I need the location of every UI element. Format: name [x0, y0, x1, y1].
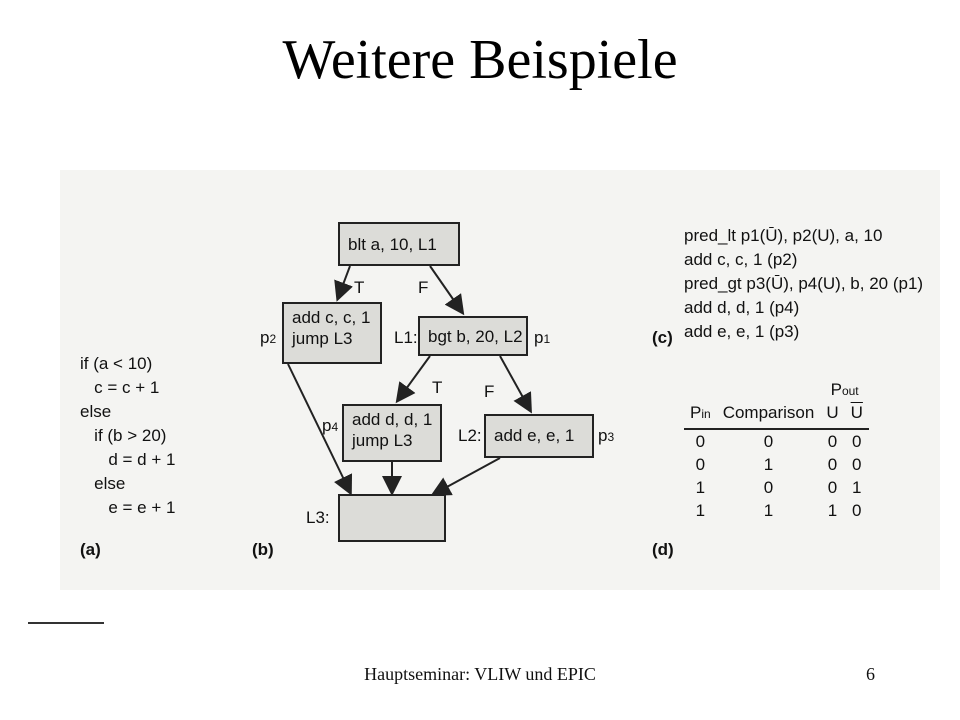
- node-add-c-line1: add c, c, 1: [292, 308, 371, 327]
- code-line: pred_lt p1(Ū), p2(U), a, 10: [684, 226, 883, 245]
- table-row: 0 0 0 0: [684, 429, 869, 453]
- node-add-c-line2: jump L3: [292, 329, 353, 348]
- cell: 0: [695, 454, 706, 474]
- code-line: e = e + 1: [80, 498, 176, 517]
- edge-mid-to-d: [395, 355, 431, 404]
- cell: 0: [852, 500, 862, 520]
- edge-label-f1: F: [418, 278, 429, 297]
- predicate-p1: p1: [534, 328, 550, 348]
- panel-d-label: (d): [652, 540, 674, 559]
- panel-b-label: (b): [252, 540, 274, 559]
- comparison-header: Comparison: [716, 401, 821, 430]
- code-line: c = c + 1: [80, 378, 160, 397]
- code-line: if (b > 20): [80, 426, 167, 445]
- node-l3-empty: [338, 494, 446, 542]
- divider-rule: [28, 622, 104, 624]
- cell: 0: [827, 477, 838, 497]
- node-add-e: add e, e, 1: [484, 414, 594, 458]
- cell: 1: [763, 454, 774, 474]
- pout-sub: out: [841, 383, 859, 398]
- slide-title: Weitere Beispiele: [282, 29, 678, 91]
- predicate-p2-letter: p: [260, 328, 270, 347]
- cell: 1: [763, 500, 774, 520]
- predicate-p2-sub: 2: [269, 332, 277, 346]
- cell: 0: [695, 431, 706, 451]
- panel-a-source-code: if (a < 10) c = c + 1 else if (b > 20) d…: [80, 352, 175, 520]
- predicate-p4: p4: [322, 416, 338, 436]
- node-add-d-line2: jump L3: [352, 431, 413, 450]
- cell: 1: [827, 500, 838, 520]
- table-row: 1 0 0 1: [684, 476, 869, 499]
- node-bgt-text: bgt b, 20, L2: [428, 327, 523, 346]
- code-line: add d, d, 1 (p4): [684, 298, 800, 317]
- edge-top-to-left: [334, 265, 353, 302]
- code-line: pred_gt p3(Ū), p4(U), b, 20 (p1): [684, 274, 924, 293]
- pin-letter: P: [690, 402, 702, 422]
- node-bgt: bgt b, 20, L2: [418, 316, 528, 356]
- edge-label-t1: T: [354, 278, 365, 297]
- predicate-p3: p3: [598, 426, 614, 446]
- cell: 1: [695, 500, 706, 520]
- code-line: add e, e, 1 (p3): [684, 322, 800, 341]
- edge-mid-to-e: [499, 355, 532, 414]
- node-add-d: add d, d, 1 jump L3: [342, 404, 442, 462]
- label-l2: L2:: [458, 426, 482, 445]
- cell: 0: [763, 477, 774, 497]
- code-line: add c, c, 1 (p2): [684, 250, 798, 269]
- table-row: 1 1 1 0: [684, 499, 869, 522]
- predicate-p1-sub: 1: [543, 332, 551, 346]
- table-row: 0 1 0 0: [684, 453, 869, 476]
- predicate-p4-letter: p: [322, 416, 332, 435]
- node-blt: blt a, 10, L1: [338, 222, 460, 266]
- panel-c-predicated-code: pred_lt p1(Ū), p2(U), a, 10 add c, c, 1 …: [684, 224, 923, 344]
- predicate-p1-letter: p: [534, 328, 544, 347]
- code-line: else: [80, 474, 126, 493]
- page-number: 6: [866, 664, 875, 684]
- node-add-c: add c, c, 1 jump L3: [282, 302, 382, 364]
- predicate-p4-sub: 4: [331, 420, 339, 434]
- predicate-p3-sub: 3: [607, 430, 615, 444]
- node-add-d-line1: add d, d, 1: [352, 410, 433, 429]
- edge-label-f2: F: [484, 382, 495, 401]
- code-line: if (a < 10): [80, 354, 153, 373]
- scanned-figure: [60, 170, 940, 590]
- cell: 0: [827, 431, 838, 451]
- cell: 0: [763, 431, 774, 451]
- u-header: U: [820, 401, 845, 430]
- cell: 1: [852, 477, 862, 497]
- pout-header: Pout: [820, 378, 869, 401]
- panel-d-truth-table: Pout Pin Comparison U U 0 0 0 0 0 1 0 0 …: [684, 378, 869, 522]
- cell: 0: [852, 431, 862, 451]
- ubar-header: U: [844, 401, 869, 430]
- pin-sub: in: [701, 406, 711, 421]
- cell: 0: [827, 454, 838, 474]
- predicate-p3-letter: p: [598, 426, 608, 445]
- edge-label-t2: T: [432, 378, 443, 397]
- code-line: else: [80, 402, 112, 421]
- cell: 0: [852, 454, 862, 474]
- cell: 1: [695, 477, 706, 497]
- edge-top-to-mid: [429, 265, 465, 316]
- code-line: d = d + 1: [80, 450, 176, 469]
- panel-c-label: (c): [652, 328, 673, 347]
- label-l1: L1:: [394, 328, 418, 347]
- pout-letter: P: [830, 379, 842, 399]
- node-blt-text: blt a, 10, L1: [348, 235, 437, 254]
- node-add-e-text: add e, e, 1: [494, 426, 575, 445]
- label-l3: L3:: [306, 508, 330, 527]
- edge-left-to-l3: [287, 363, 353, 496]
- predicate-p2: p2: [260, 328, 276, 348]
- slide-footer: Hauptseminar: VLIW und EPIC: [364, 664, 596, 684]
- pin-header: Pin: [684, 401, 717, 430]
- edge-e-to-l3: [430, 457, 501, 496]
- panel-a-label: (a): [80, 540, 101, 559]
